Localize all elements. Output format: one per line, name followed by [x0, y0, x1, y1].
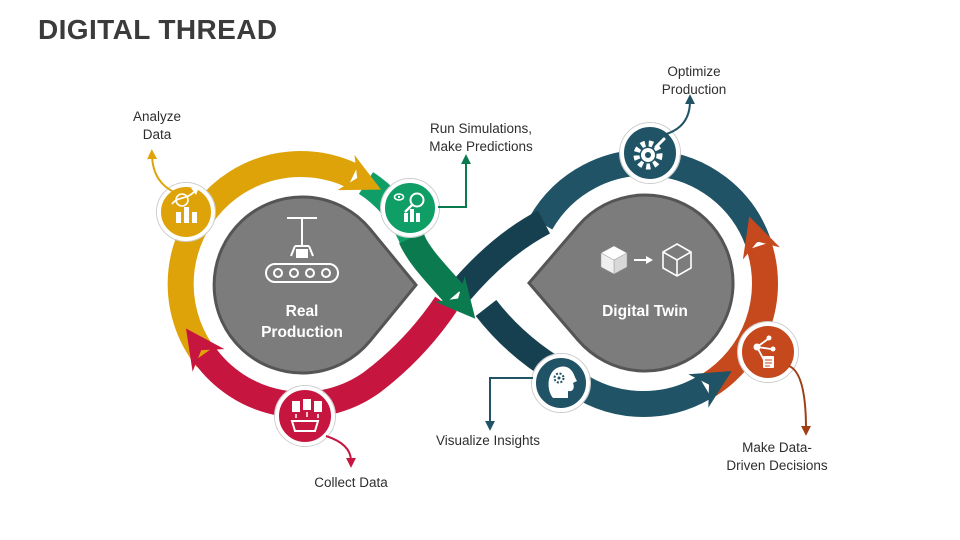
- node-label-production: Production: [261, 324, 343, 341]
- step-label-simulate-line2: Make Predictions: [429, 138, 533, 154]
- step-label-analyze: Analyze Data: [133, 108, 181, 144]
- connector-collect: [325, 435, 356, 468]
- step-label-optimize: Optimize Production: [662, 63, 727, 99]
- badge-analyze: [156, 182, 216, 242]
- step-label-simulate-line1: Run Simulations,: [429, 121, 533, 136]
- node-label-digital-twin: Digital Twin: [602, 303, 688, 320]
- factory-conveyor-icon: [265, 217, 339, 283]
- network-nodes-icon: [753, 335, 776, 368]
- cube-to-wireframe-icon: [600, 243, 692, 277]
- badge-collect: [274, 385, 336, 447]
- step-label-decisions-line1: Make Data-: [742, 440, 812, 455]
- step-label-simulate: Run Simulations, Make Predictions: [429, 120, 533, 156]
- head-gear-icon: [548, 366, 577, 398]
- band-simulate-crossing: [399, 232, 476, 319]
- badge-optimize: [619, 122, 681, 184]
- badge-simulate: [380, 178, 440, 238]
- label-connectors: [147, 94, 811, 468]
- badge-decisions: [737, 321, 799, 383]
- connector-analyze: [147, 149, 177, 194]
- connector-simulate: [438, 154, 471, 208]
- node-real-production: Real Production: [212, 195, 418, 375]
- documents-box-icon: [290, 399, 322, 432]
- step-label-collect-line1: Collect Data: [314, 475, 388, 490]
- chart-magnifier-icon: [171, 187, 199, 223]
- step-label-collect: Collect Data: [314, 474, 388, 492]
- connector-optimize: [662, 94, 695, 136]
- connector-decisions: [788, 365, 811, 436]
- step-label-analyze-line2: Data: [142, 126, 172, 142]
- step-label-optimize-line1: Optimize: [667, 64, 721, 79]
- step-label-decisions: Make Data- Driven Decisions: [726, 439, 827, 475]
- node-digital-twin: Digital Twin: [527, 193, 735, 373]
- step-label-visualize-line1: Visualize Insights: [435, 433, 541, 448]
- step-label-analyze-line1: Analyze: [132, 109, 182, 124]
- node-label-real: Real: [286, 303, 319, 320]
- eye-chart-magnifier-icon: [393, 192, 425, 222]
- step-label-optimize-line2: Production: [661, 81, 727, 97]
- band-collect: [185, 296, 457, 418]
- slide-title: DIGITAL THREAD: [38, 14, 278, 45]
- connector-visualize: [485, 377, 533, 431]
- step-label-visualize: Visualize Insights: [436, 432, 540, 450]
- badge-visualize: [531, 353, 591, 413]
- step-label-decisions-line2: Driven Decisions: [726, 457, 828, 473]
- gear-tool-icon: [633, 137, 666, 170]
